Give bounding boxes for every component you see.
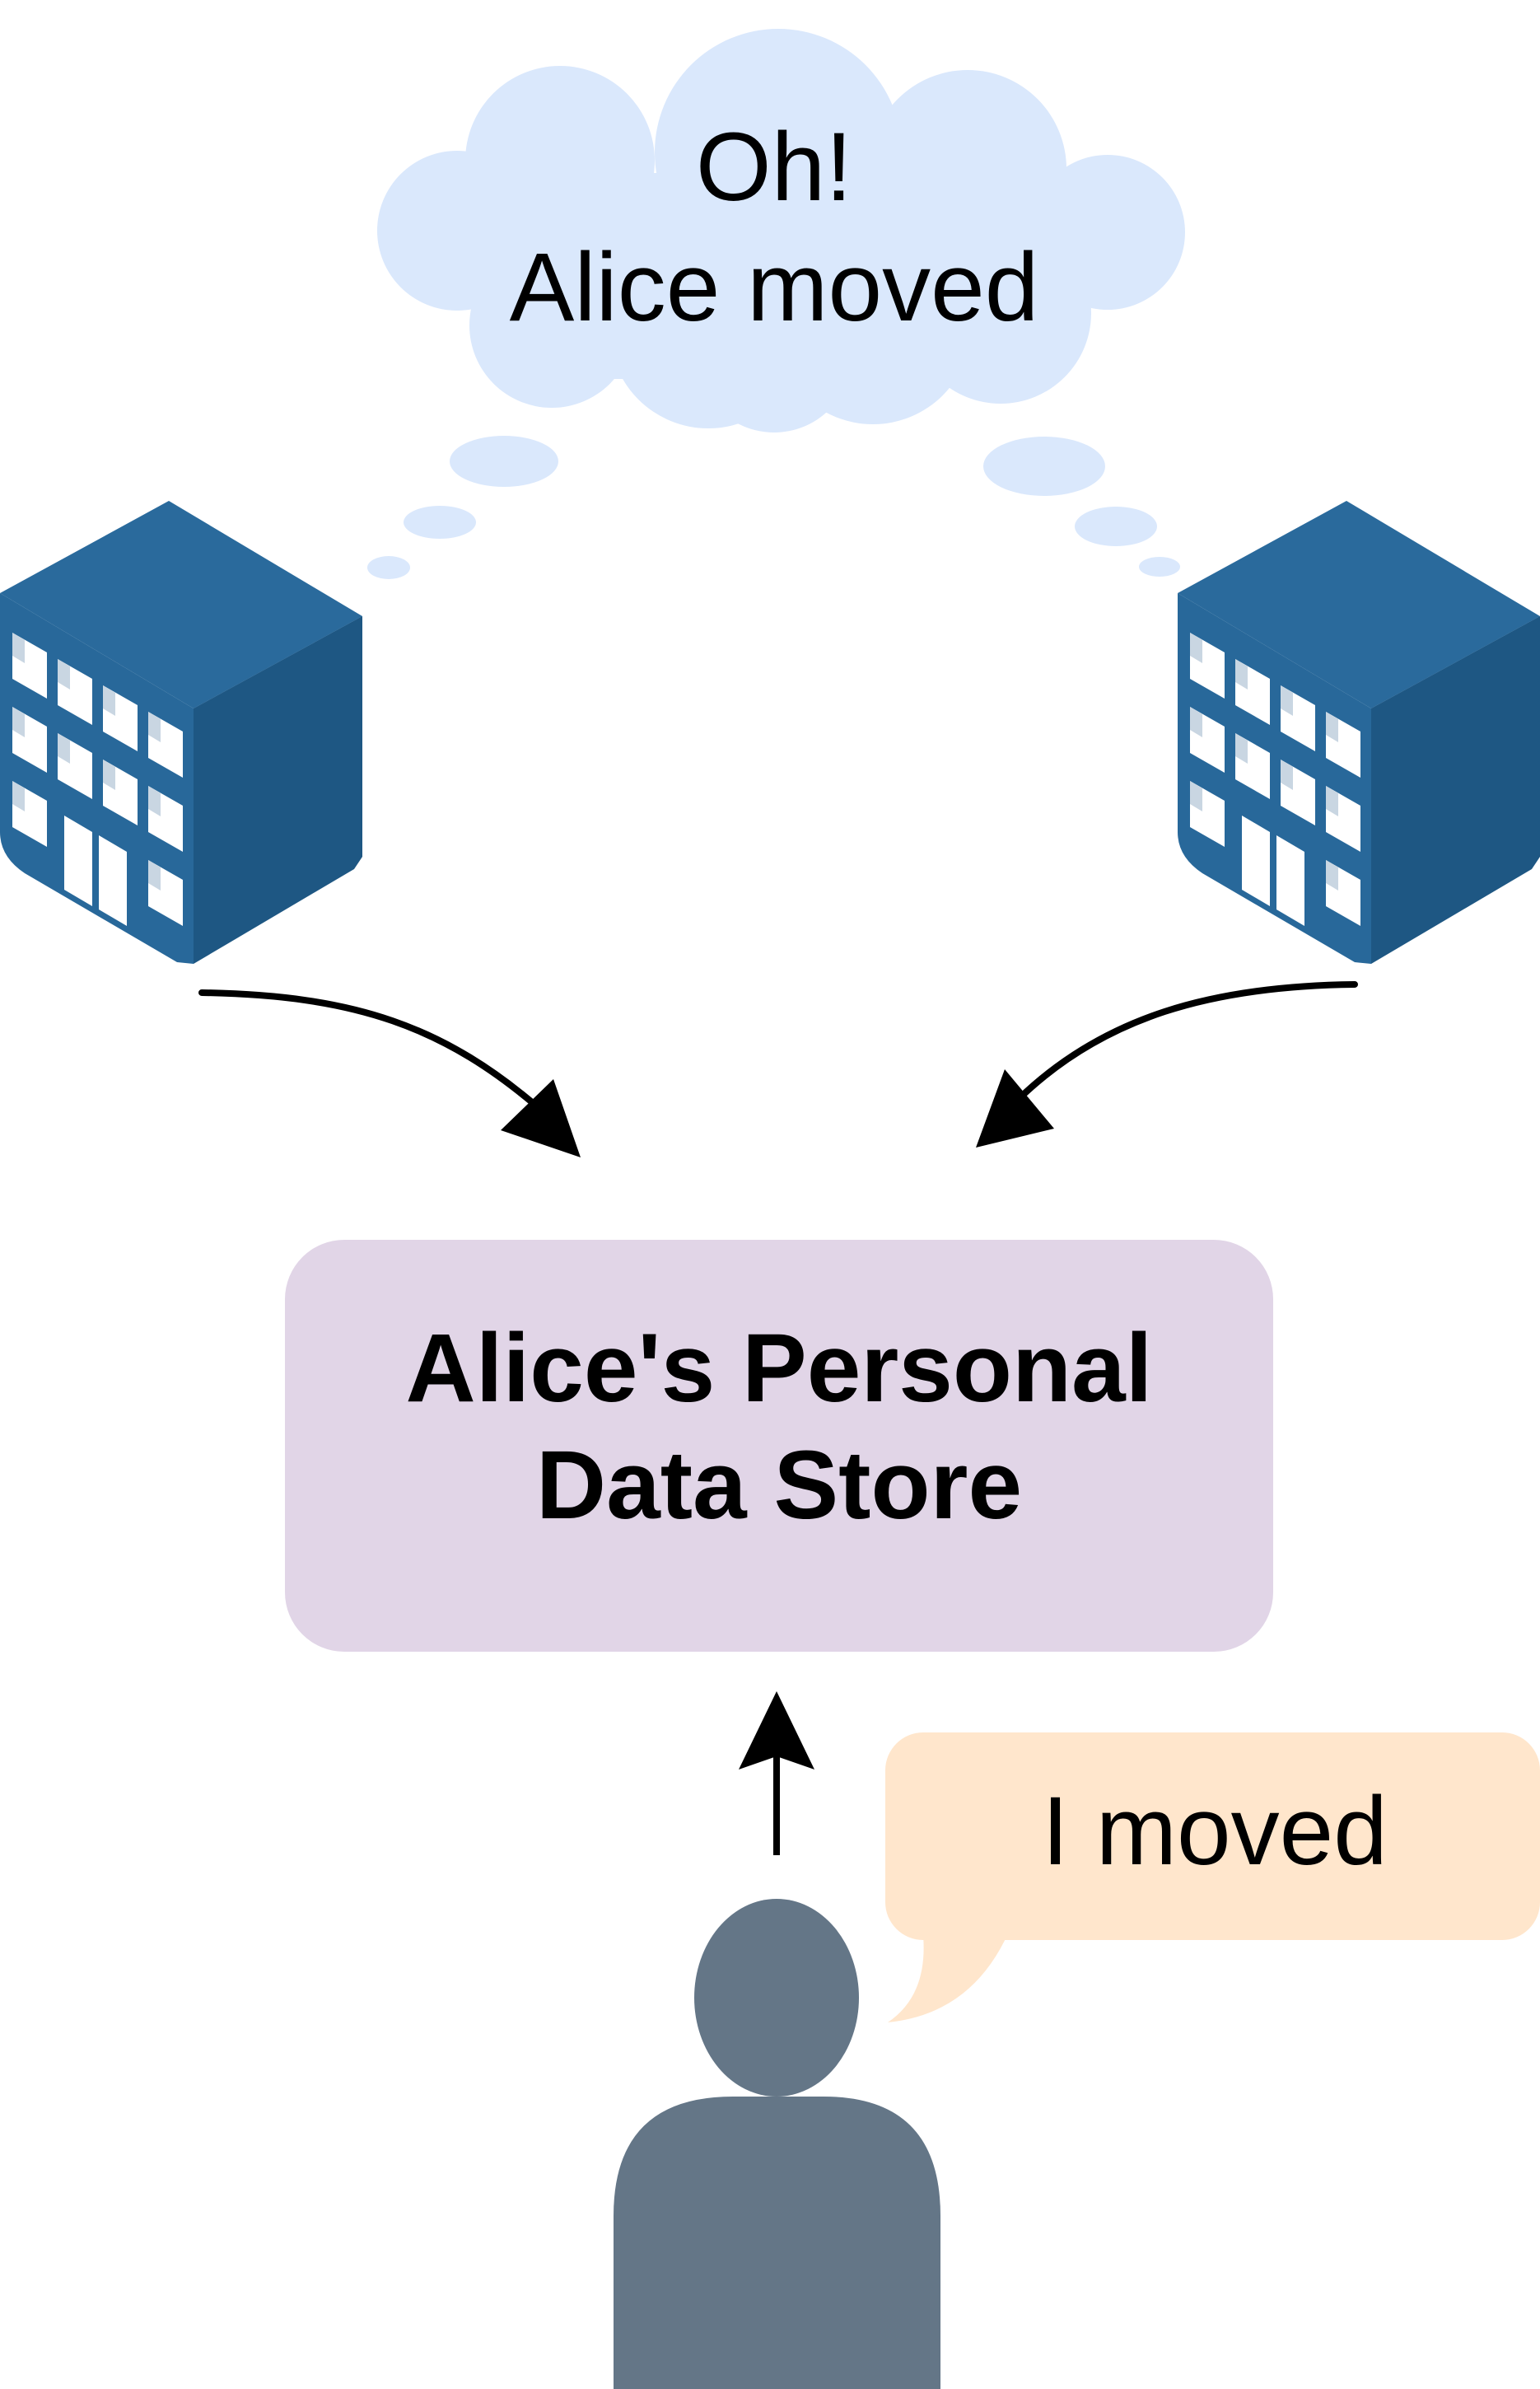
speech-bubble-text: I moved bbox=[1042, 1777, 1388, 1886]
arrowhead-icon bbox=[976, 1069, 1054, 1148]
data-store-label: Alice's Personal Data Store bbox=[285, 1310, 1273, 1544]
arrowhead-icon bbox=[501, 1079, 581, 1157]
data-store-box bbox=[285, 1240, 1273, 1652]
arrow-left-building-to-store bbox=[198, 989, 547, 1115]
data-store-line: Data Store bbox=[535, 1431, 1023, 1540]
data-store-line: Alice's Personal bbox=[405, 1314, 1153, 1423]
arrow-right-building-to-store bbox=[1016, 981, 1358, 1101]
thought-cloud-line: Alice moved bbox=[509, 233, 1039, 342]
thought-cloud-icon bbox=[367, 29, 1185, 579]
person-icon bbox=[614, 1899, 940, 2389]
building-icon bbox=[0, 501, 362, 964]
thought-cloud-text: Oh! Alice moved bbox=[461, 107, 1087, 348]
thought-cloud-line: Oh! bbox=[695, 113, 853, 222]
building-icon bbox=[1178, 501, 1540, 964]
speech-bubble-icon bbox=[885, 1732, 1540, 2022]
arrowhead-icon bbox=[739, 1691, 814, 1770]
